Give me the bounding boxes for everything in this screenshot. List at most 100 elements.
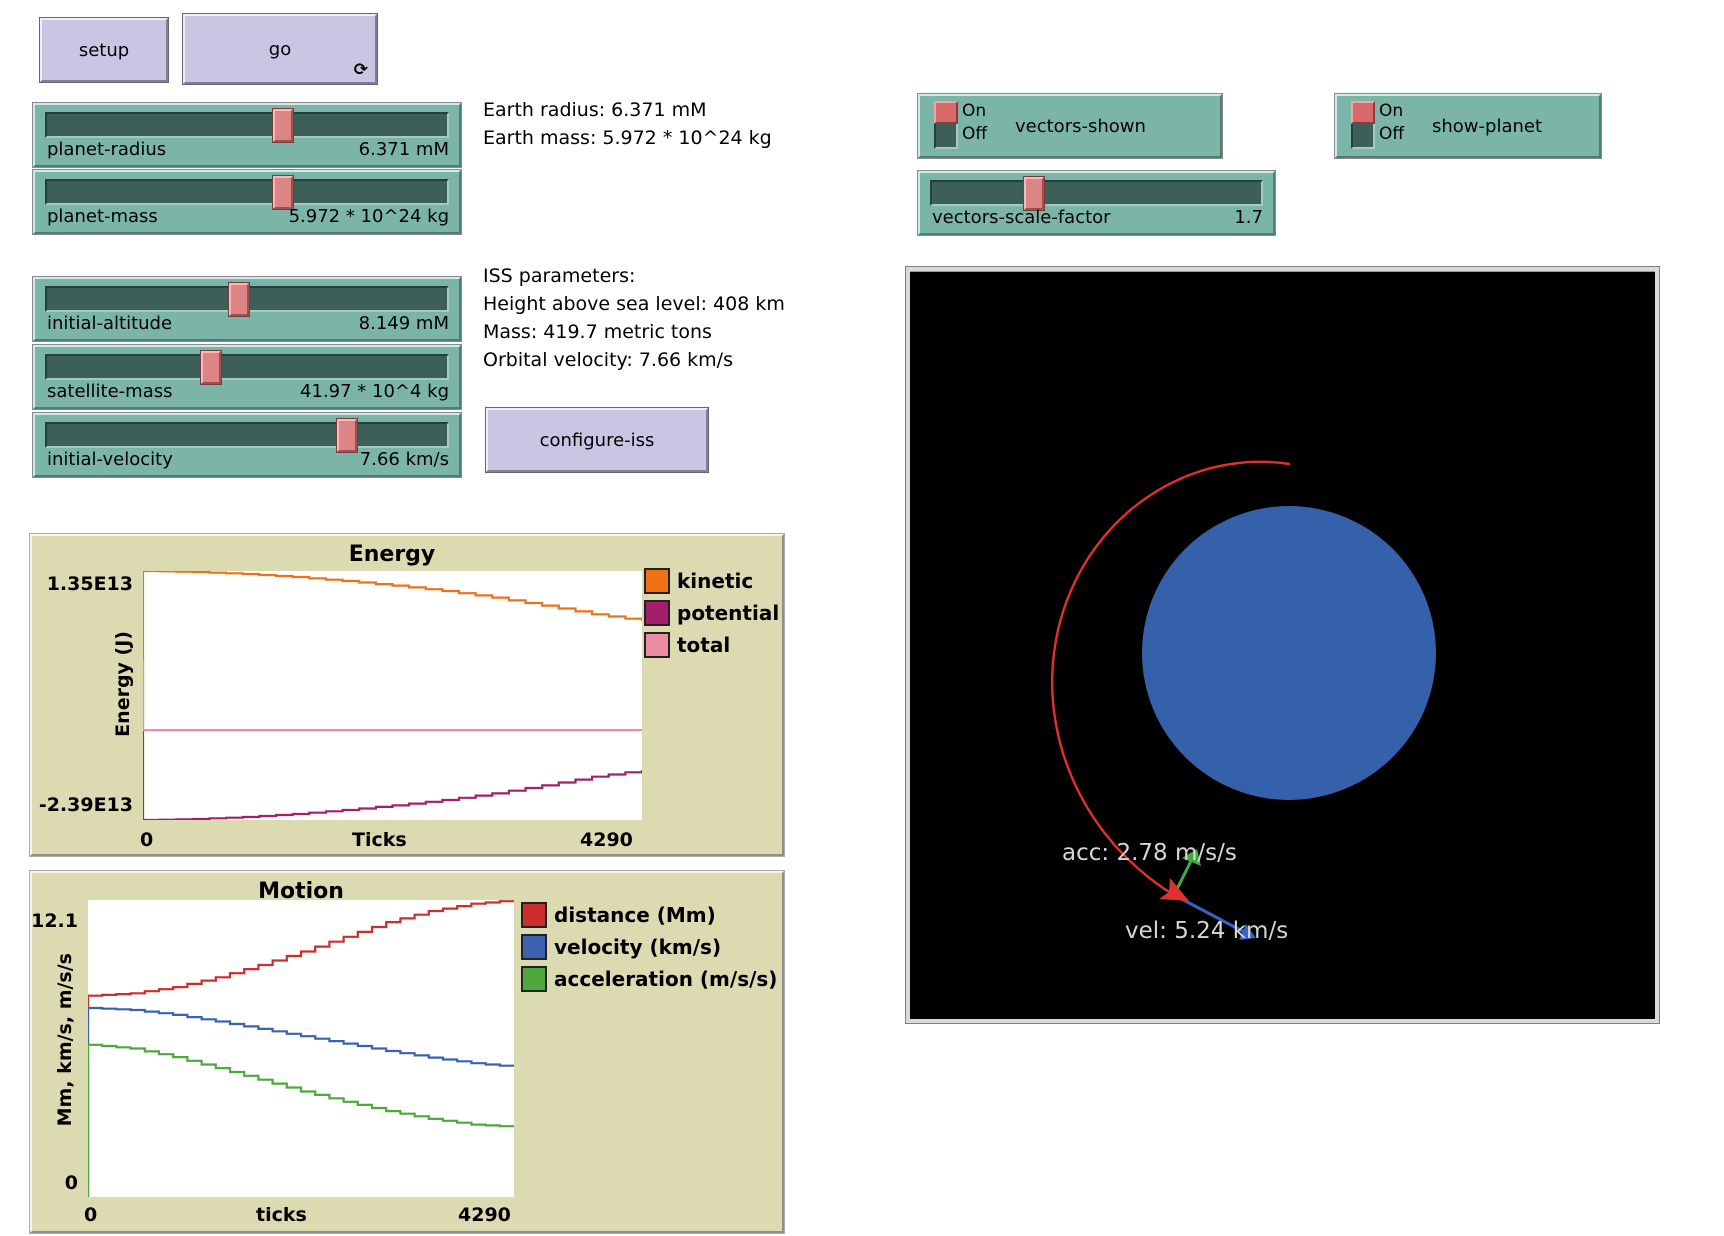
satellite-mass-slider[interactable]: satellite-mass 41.97 * 10^4 kg: [33, 345, 461, 409]
iss-info-text: ISS parameters: Height above sea level: …: [483, 262, 785, 374]
energy-x-axis-label: Ticks: [352, 829, 407, 851]
slider-handle[interactable]: [273, 109, 293, 142]
iss-height-text: Height above sea level: 408 km: [483, 293, 785, 315]
earth-mass-text: Earth mass: 5.972 * 10^24 kg: [483, 127, 772, 149]
legend-label: potential: [677, 601, 780, 625]
world-view-frame: acc: 2.78 m/s/s vel: 5.24 km/s: [905, 266, 1660, 1024]
world-canvas: acc: 2.78 m/s/s vel: 5.24 km/s: [1051, 460, 1436, 944]
legend-item: velocity (km/s): [521, 934, 777, 960]
energy-plot-legend: kinetic potential total: [644, 568, 780, 665]
legend-color-swatch: [644, 632, 670, 658]
slider-label: initial-altitude: [47, 312, 173, 334]
energy-xmin-tick: 0: [140, 829, 154, 851]
legend-color-swatch: [644, 568, 670, 594]
planet-mass-slider[interactable]: planet-mass 5.972 * 10^24 kg: [33, 170, 461, 234]
series-line-velocity-km-s-: [86, 1006, 516, 1197]
switch-track[interactable]: [1351, 101, 1375, 149]
slider-handle[interactable]: [229, 283, 249, 316]
initial-velocity-slider[interactable]: initial-velocity 7.66 km/s: [33, 413, 461, 477]
energy-ymin-tick: -2.39E13: [38, 794, 133, 816]
acceleration-vector-arrowhead: [1182, 849, 1201, 866]
legend-color-swatch: [521, 934, 547, 960]
switch-on-label: On: [1379, 101, 1404, 121]
motion-plot-legend: distance (Mm) velocity (km/s) acceleration…: [521, 902, 778, 999]
slider-handle[interactable]: [201, 351, 221, 384]
energy-plot-area: [141, 569, 644, 822]
switch-label: vectors-shown: [1015, 115, 1146, 137]
slider-handle[interactable]: [1023, 177, 1044, 210]
slider-handle[interactable]: [337, 419, 357, 452]
legend-color-swatch: [521, 902, 547, 928]
orbit-trail: [1051, 460, 1291, 895]
planet-radius-slider[interactable]: planet-radius 6.371 mM: [33, 103, 461, 167]
iss-mass-text: Mass: 419.7 metric tons: [483, 321, 712, 343]
slider-label: vectors-scale-factor: [932, 206, 1111, 228]
motion-xmin-tick: 0: [84, 1204, 98, 1226]
slider-track[interactable]: [45, 109, 449, 142]
legend-label: kinetic: [677, 569, 754, 593]
slider-track[interactable]: [930, 177, 1263, 210]
energy-xmax-tick: 4290: [580, 829, 633, 851]
slider-label: initial-velocity: [47, 448, 173, 470]
energy-plot: Energy 1.35E13 -2.39E13 Energy (J) 0 Tic…: [30, 534, 784, 856]
slider-track[interactable]: [45, 419, 449, 452]
switch-label: show-planet: [1432, 115, 1543, 137]
go-button-label: go: [268, 38, 292, 60]
go-button[interactable]: go ⟳: [183, 14, 377, 84]
legend-label: distance (Mm): [554, 903, 716, 927]
vectors-shown-switch[interactable]: On Off vectors-shown: [918, 94, 1222, 158]
setup-button[interactable]: setup: [40, 18, 168, 82]
slider-value: 7.66 km/s: [359, 448, 449, 470]
motion-ymax-tick: 12.1: [31, 910, 78, 932]
slider-track[interactable]: [45, 351, 449, 384]
acceleration-label: acc: 2.78 m/s/s: [1062, 840, 1237, 866]
slider-value: 41.97 * 10^4 kg: [300, 380, 449, 402]
series-line-potential: [141, 660, 644, 822]
legend-label: acceleration (m/s/s): [554, 967, 778, 991]
configure-iss-button[interactable]: configure-iss: [486, 408, 708, 472]
initial-altitude-slider[interactable]: initial-altitude 8.149 mM: [33, 277, 461, 341]
vectors-scale-factor-slider[interactable]: vectors-scale-factor 1.7: [918, 171, 1275, 235]
plot-series-canvas: [86, 900, 516, 1197]
slider-value: 5.972 * 10^24 kg: [288, 205, 449, 227]
switch-handle[interactable]: [934, 101, 958, 124]
slider-track[interactable]: [45, 283, 449, 316]
satellite-turtle: [1159, 878, 1189, 901]
switch-track[interactable]: [934, 101, 958, 149]
show-planet-switch[interactable]: On Off show-planet: [1335, 94, 1601, 158]
iss-parameters-heading: ISS parameters:: [483, 265, 636, 287]
motion-xmax-tick: 4290: [458, 1204, 511, 1226]
series-line-total: [141, 660, 642, 732]
legend-item: acceleration (m/s/s): [521, 966, 778, 992]
switch-onoff-labels: On Off: [962, 100, 987, 146]
switch-off-label: Off: [1379, 124, 1405, 144]
legend-label: velocity (km/s): [554, 935, 722, 959]
plot-series-canvas: [141, 569, 644, 822]
slider-handle[interactable]: [273, 176, 293, 209]
slider-value: 1.7: [1234, 206, 1263, 228]
energy-plot-title: Energy: [348, 542, 436, 567]
slider-label: planet-radius: [47, 138, 167, 160]
world-view: acc: 2.78 m/s/s vel: 5.24 km/s: [910, 271, 1655, 1019]
legend-item: total: [644, 632, 779, 658]
legend-label: total: [677, 633, 731, 657]
planet: [1142, 506, 1436, 800]
slider-track[interactable]: [45, 176, 449, 209]
legend-item: distance (Mm): [521, 902, 777, 928]
switch-handle[interactable]: [1351, 101, 1375, 124]
earth-info-text: Earth radius: 6.371 mM Earth mass: 5.972…: [483, 96, 772, 152]
series-line-distance-Mm-: [86, 900, 516, 1197]
motion-plot-title: Motion: [258, 879, 344, 904]
configure-iss-button-label: configure-iss: [539, 429, 655, 451]
earth-radius-text: Earth radius: 6.371 mM: [483, 99, 707, 121]
switch-onoff-labels: On Off: [1379, 100, 1404, 146]
velocity-vector-arrowhead: [1239, 924, 1256, 940]
series-line-acceleration-m-s-s-: [86, 1043, 516, 1197]
setup-button-label: setup: [78, 39, 130, 61]
slider-value: 6.371 mM: [358, 138, 449, 160]
switch-off-label: Off: [962, 124, 988, 144]
slider-value: 8.149 mM: [358, 312, 449, 334]
velocity-vector: [1175, 894, 1247, 935]
series-line-kinetic: [141, 569, 644, 661]
motion-y-axis-label: Mm, km/s, m/s/s: [54, 953, 76, 1127]
